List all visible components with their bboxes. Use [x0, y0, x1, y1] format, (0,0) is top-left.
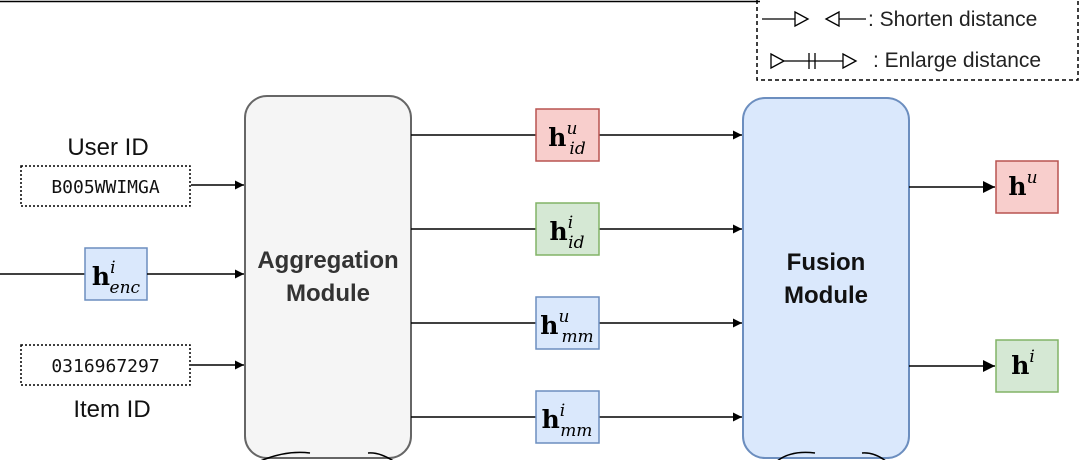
item-output-box	[995, 339, 1059, 393]
item-id-value: 0316967297	[51, 356, 159, 377]
item-id-box	[20, 344, 191, 386]
item-id-label: Item ID	[73, 396, 150, 423]
user-output-box	[995, 160, 1059, 214]
user-id-embedding-box	[535, 108, 600, 162]
user-id-value: B005WWIMGA	[51, 177, 160, 198]
user-id-box	[20, 165, 191, 207]
bottom-connector-right-a	[777, 451, 816, 460]
user-mm-embedding-box	[535, 296, 600, 350]
bottom-connector-left-b	[367, 452, 394, 460]
user-id-label: User ID	[67, 134, 148, 161]
fusion-module-title-line1: Fusion	[787, 249, 866, 276]
user-output-symbol: hu	[1008, 168, 1037, 201]
enlarge-distance-label: : Enlarge distance	[873, 49, 1041, 72]
legend: : Shorten distance : Enlarge distance	[756, 0, 1079, 81]
shorten-distance-icon	[762, 10, 866, 28]
bottom-connector-left-a	[260, 451, 311, 460]
fusion-module	[742, 97, 910, 459]
enlarge-distance-icon	[770, 52, 858, 70]
aggregation-module-title-line2: Module	[286, 280, 370, 307]
legend-border	[756, 0, 1079, 81]
item-output-symbol: hi	[1011, 347, 1035, 380]
bottom-connector-right-b	[861, 452, 886, 460]
item-mm-embedding-box	[535, 390, 600, 444]
item-id-embedding-box	[535, 202, 600, 256]
aggregation-module	[244, 95, 412, 459]
aggregation-module-title-line1: Aggregation	[257, 247, 398, 274]
shorten-distance-label: : Shorten distance	[868, 8, 1037, 31]
fusion-module-title-line2: Module	[784, 282, 868, 309]
